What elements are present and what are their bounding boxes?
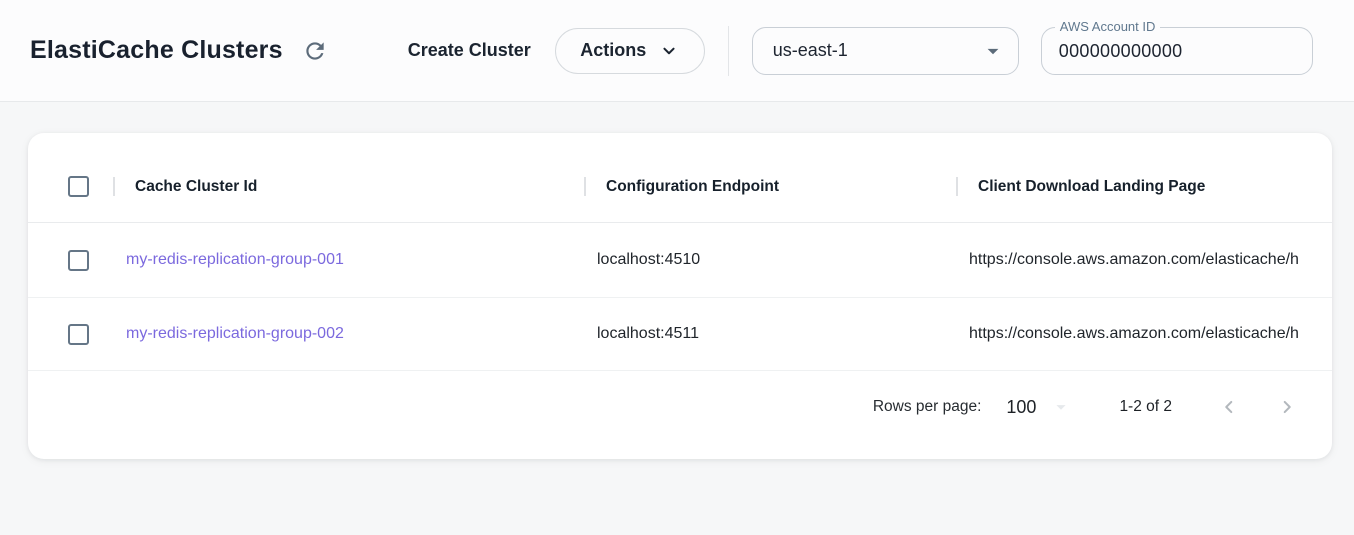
rows-per-page-value: 100 — [1006, 396, 1037, 417]
page-title: ElastiCache Clusters — [30, 36, 283, 64]
toolbar: ElastiCache Clusters Create Cluster Acti… — [0, 0, 1354, 102]
toolbar-divider — [727, 25, 729, 76]
header-checkbox-cell — [28, 176, 113, 197]
region-selected-value: us-east-1 — [772, 40, 848, 60]
region-select[interactable]: us-east-1 — [751, 26, 1019, 75]
cluster-link[interactable]: my-redis-replication-group-002 — [126, 325, 344, 342]
pagination-range: 1-2 of 2 — [1119, 398, 1172, 415]
column-header-label: Cache Cluster Id — [135, 177, 258, 195]
column-separator — [113, 177, 115, 196]
configuration-endpoint-value: localhost:4510 — [597, 251, 701, 268]
row-checkbox[interactable] — [68, 249, 89, 271]
column-header-label: Configuration Endpoint — [606, 177, 780, 195]
create-cluster-button[interactable]: Create Cluster — [407, 40, 531, 60]
column-header-label: Client Download Landing Page — [978, 177, 1206, 195]
actions-button[interactable]: Actions — [554, 27, 705, 74]
row-checkbox-cell — [28, 249, 113, 271]
table-header-row: Cache Cluster Id Configuration Endpoint … — [28, 151, 1332, 223]
actions-button-label: Actions — [580, 40, 647, 60]
column-header-client-download-landing-page: Client Download Landing Page — [956, 151, 1332, 222]
table-row: my-redis-replication-group-001 localhost… — [28, 223, 1332, 298]
landing-page-value: https://console.aws.amazon.com/elasticac… — [969, 325, 1299, 342]
next-page-button[interactable] — [1275, 395, 1299, 419]
refresh-button[interactable] — [300, 36, 330, 66]
rows-per-page-label: Rows per page: — [872, 398, 982, 415]
clusters-card: Cache Cluster Id Configuration Endpoint … — [28, 133, 1332, 459]
dropdown-arrow-icon — [980, 38, 1006, 64]
previous-page-button[interactable] — [1217, 395, 1241, 419]
pagination-bar: Rows per page: 100 1-2 of 2 — [28, 371, 1332, 443]
table-row: my-redis-replication-group-002 localhost… — [28, 298, 1332, 371]
column-separator — [584, 177, 586, 196]
refresh-icon — [302, 38, 328, 64]
cluster-link[interactable]: my-redis-replication-group-001 — [126, 251, 344, 268]
main-content: Cache Cluster Id Configuration Endpoint … — [0, 133, 1354, 459]
configuration-endpoint-value: localhost:4511 — [597, 325, 699, 342]
dropdown-arrow-icon — [1050, 396, 1072, 418]
row-checkbox-cell — [28, 323, 113, 345]
chevron-left-icon — [1218, 396, 1240, 418]
column-header-cache-cluster-id: Cache Cluster Id — [113, 151, 584, 222]
row-checkbox[interactable] — [68, 323, 89, 345]
select-all-checkbox[interactable] — [68, 176, 89, 197]
aws-account-id-field[interactable]: AWS Account ID 000000000000 — [1040, 18, 1313, 75]
landing-page-value: https://console.aws.amazon.com/elasticac… — [969, 251, 1299, 268]
column-separator — [956, 177, 958, 196]
rows-per-page-select[interactable]: 100 — [1006, 396, 1072, 418]
aws-account-id-label: AWS Account ID — [1054, 18, 1161, 34]
column-header-configuration-endpoint: Configuration Endpoint — [584, 151, 956, 222]
aws-account-id-value[interactable]: 000000000000 — [1058, 40, 1183, 61]
chevron-down-icon — [659, 41, 679, 61]
chevron-right-icon — [1276, 396, 1298, 418]
